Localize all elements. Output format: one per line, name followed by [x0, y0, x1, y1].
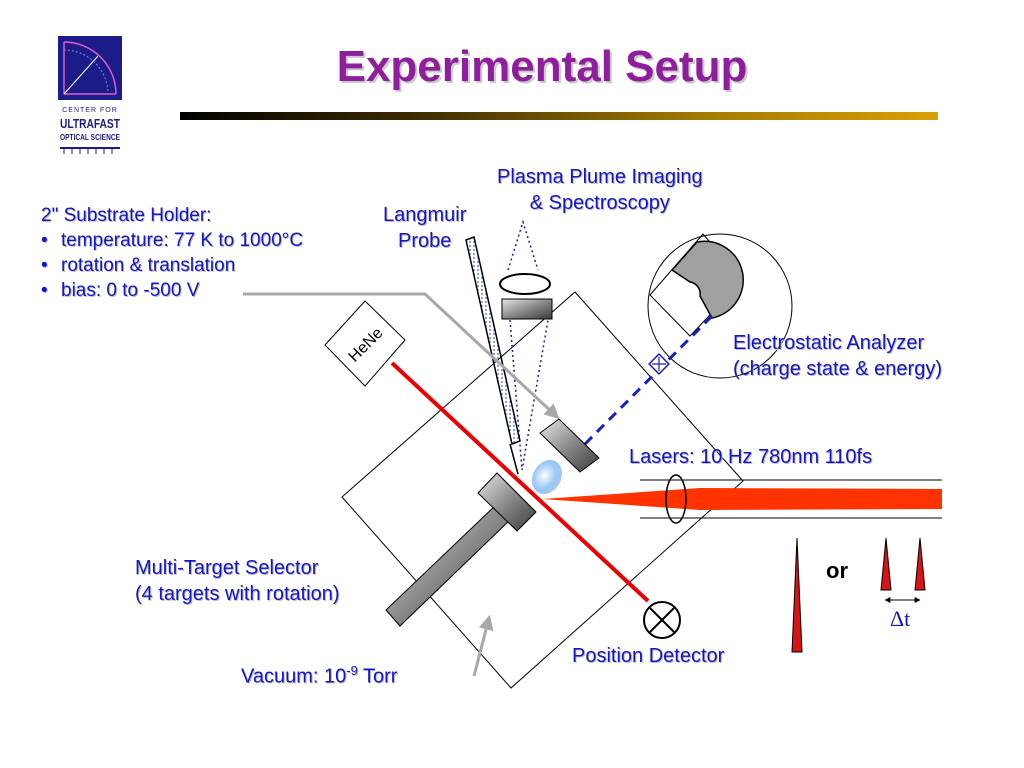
- imaging-window: [501, 298, 553, 320]
- logo-line3: OPTICAL SCIENCE: [60, 133, 121, 142]
- plasma-imaging-line1: Plasma Plume Imaging: [497, 166, 703, 188]
- analyzer-label: Electrostatic Analyzer (charge state & e…: [733, 330, 942, 382]
- substrate-pointer-arrow: [243, 292, 560, 420]
- hene-laser: [324, 300, 406, 387]
- position-detector-label: Position Detector: [572, 645, 725, 667]
- substrate-spec-item: bias: 0 to -500 V: [41, 278, 303, 303]
- double-pulse-icon-1: [880, 537, 892, 591]
- langmuir-line2: Probe: [398, 230, 452, 252]
- imaging-lens: [499, 273, 551, 295]
- hene-beam: [390, 361, 650, 603]
- imaging-cone-upper: [507, 219, 539, 271]
- slide-title: Experimental Setup: [0, 42, 1024, 92]
- vacuum-suffix: Torr: [357, 665, 398, 688]
- target-manipulator-rod: [385, 502, 513, 627]
- langmuir-probe: [465, 235, 521, 446]
- vacuum-prefix: Vacuum: 10: [241, 665, 347, 688]
- vacuum-exponent: -9: [346, 663, 358, 678]
- vacuum-pointer-arrow: [472, 614, 494, 677]
- analyzer-aperture: [648, 353, 670, 375]
- cuos-logo: CENTER FOR ULTRAFAST OPTICAL SCIENCE: [58, 36, 122, 160]
- langmuir-line1: Langmuir: [383, 204, 467, 226]
- laser-beam: [542, 488, 942, 510]
- langmuir-label: Langmuir Probe: [383, 202, 466, 254]
- focusing-lens: [665, 474, 687, 524]
- target-holder: [477, 472, 537, 532]
- substrate-title: 2" Substrate Holder:: [41, 205, 212, 226]
- double-pulse-icon-2: [914, 537, 926, 591]
- or-label: or: [826, 558, 848, 583]
- plasma-imaging-label: Plasma Plume Imaging & Spectroscopy: [497, 164, 703, 216]
- delta-t-label: Δt: [890, 606, 911, 631]
- plasma-plume: [531, 459, 563, 495]
- position-detector-icon: [643, 601, 681, 639]
- ion-path: [583, 314, 714, 446]
- single-pulse-icon: [791, 537, 803, 653]
- substrate-spec-item: temperature: 77 K to 1000°C: [41, 228, 303, 253]
- target-selector-line2: (4 targets with rotation): [135, 583, 340, 605]
- logo-line1: CENTER FOR: [62, 107, 118, 114]
- substrate-holder: [539, 418, 600, 473]
- lasers-label: Lasers: 10 Hz 780nm 110fs: [629, 446, 873, 468]
- substrate-holder-label: 2" Substrate Holder: temperature: 77 K t…: [41, 203, 303, 303]
- vacuum-label: Vacuum: 10-9 Torr: [241, 658, 397, 690]
- slide-title-text: Experimental Setup: [336, 42, 748, 91]
- substrate-spec-item: rotation & translation: [41, 253, 303, 278]
- plasma-imaging-line2: & Spectroscopy: [529, 192, 670, 214]
- analyzer-line2: (charge state & energy): [733, 358, 942, 380]
- title-underline-bar: [180, 112, 938, 120]
- target-selector-line1: Multi-Target Selector: [135, 557, 319, 579]
- analyzer-circle: [647, 233, 793, 379]
- logo-line2: ULTRAFAST: [60, 116, 120, 131]
- analyzer-electrode: [670, 240, 744, 319]
- target-selector-label: Multi-Target Selector (4 targets with ro…: [135, 555, 340, 607]
- analyzer-line1: Electrostatic Analyzer: [733, 332, 925, 354]
- langmuir-probe-stem: [509, 443, 519, 475]
- imaging-cone-lower: [509, 319, 549, 471]
- substrate-specs-list: temperature: 77 K to 1000°C rotation & t…: [41, 228, 303, 303]
